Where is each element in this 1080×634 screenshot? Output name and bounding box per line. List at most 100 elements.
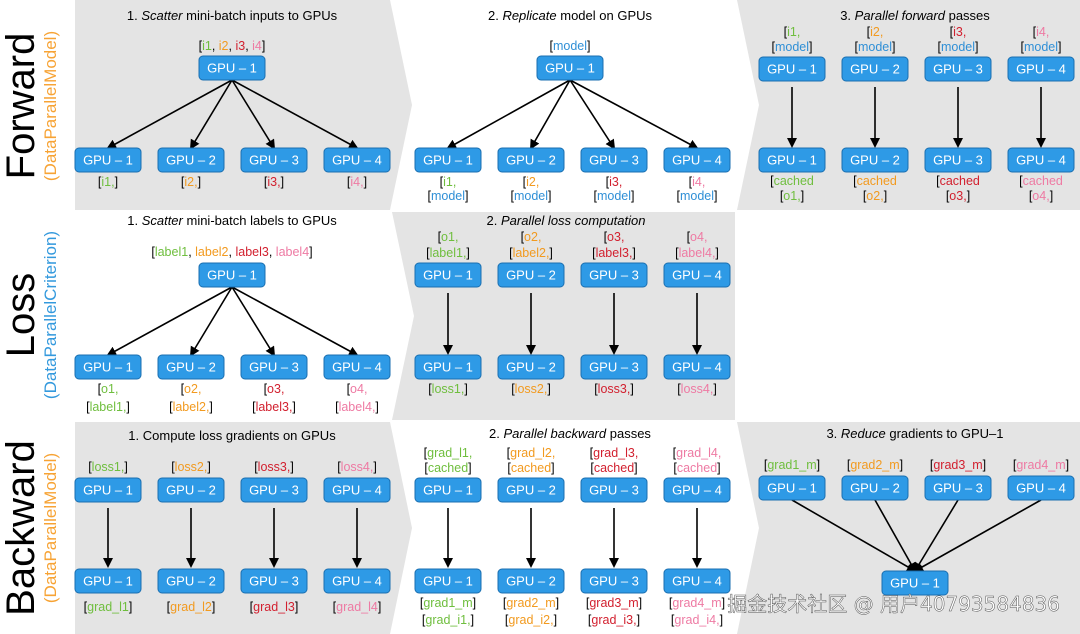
forward-3-gpu-bottom-3-box [924,147,992,173]
forward-1-arrow-2 [189,79,233,150]
backward-2-gpu-bottom-1: GPU – 1 [414,568,482,594]
forward-3-gpu-top-4: GPU – 4 [1007,56,1075,82]
forward-1-gpu-3: GPU – 3 [240,147,308,173]
backward-3-gpu-2: GPU – 2 [841,475,909,501]
loss-2-gpu-top-3-label: GPU – 3 [589,268,639,283]
loss-2-gpu-bottom-3: GPU – 3 [580,354,648,380]
backward-3-arrow-1 [791,499,917,572]
backward-1-bottom-grad-3: [grad_l3] [250,600,299,614]
backward-2-gpu-top-4: GPU – 4 [663,477,731,503]
loss-2-gpu-top-4: GPU – 4 [663,262,731,288]
panel-backward-2-title: 2. Parallel backward passes [489,426,651,441]
forward-2-arrow-3 [569,79,616,150]
forward-2-arrow-4 [569,79,699,149]
forward-2-gpu-1-label: GPU – 1 [423,153,473,168]
backward-2-bottom-gradm-1: [grad1_m] [420,596,476,610]
loss-2-gpu-top-1-label: GPU – 1 [423,268,473,283]
forward-3-gpu-bottom-4-box [1007,147,1075,173]
row-subtitle-loss: (DataParallelCriterion) [41,231,60,399]
backward-2-gpu-bottom-4-box [663,568,731,594]
forward-1-gpu-4: GPU – 4 [323,147,391,173]
backward-3-top-gradm-4: [grad4_m] [1013,458,1069,472]
loss-2-top-label-1: [label1,] [426,246,470,260]
backward-1-gpu-bottom-4-label: GPU – 4 [332,574,382,589]
loss-2-gpu-bottom-1-label: GPU – 1 [423,360,473,375]
forward-2-bottom-model-1: [model] [427,189,468,203]
forward-2-gpu-1: GPU – 1 [414,147,482,173]
loss-2-bottom-loss-2: [loss2,] [511,382,551,396]
forward-3-bottom-cached-2: [cached [853,174,897,188]
loss-1-gpu-3-label: GPU – 3 [249,360,299,375]
loss-2-top-output-3: [o3, [604,230,625,244]
forward-1-gpu-1-box [74,147,142,173]
backward-2-gpu-bottom-4-label: GPU – 4 [672,574,722,589]
backward-3-gpu-1-box [758,475,826,501]
forward-3-gpu-top-1-box [758,56,826,82]
loss-2-gpu-bottom-2-box [497,354,565,380]
forward-3-gpu-bottom-2-box [841,147,909,173]
backward-2-gpu-bottom-3-label: GPU – 3 [589,574,639,589]
backward-2-gpu-bottom-2-box [497,568,565,594]
loss-2-gpu-top-1-box [414,262,482,288]
forward-1-bottom-label-3: [i3,] [264,175,284,189]
backward-1-bottom-grad-2: [grad_l2] [167,600,216,614]
backward-2-gpu-top-3-label: GPU – 3 [589,483,639,498]
forward-1-gpu-4-label: GPU – 4 [332,153,382,168]
panel-backgrounds [75,0,1080,634]
loss-2-gpu-bottom-1: GPU – 1 [414,354,482,380]
loss-2-gpu-bottom-1-box [414,354,482,380]
forward-3-top-input-1: [i1, [784,25,801,39]
backward-1-gpu-top-2-box [157,477,225,503]
backward-2-gpu-bottom-1-label: GPU – 1 [423,574,473,589]
forward-2-gpu-3-box [580,147,648,173]
loss-1-gpu-4-box [323,354,391,380]
loss-1-gpu-2-box [157,354,225,380]
backward-2-gpu-bottom-2-label: GPU – 2 [506,574,556,589]
backward-1-gpu-bottom-1-box [74,568,142,594]
forward-1-gpu-2: GPU – 2 [157,147,225,173]
forward-2-bottom-input-3: [i3, [606,175,623,189]
forward-1-gpu-1-label: GPU – 1 [83,153,133,168]
loss-2-gpu-bottom-2: GPU – 2 [497,354,565,380]
loss-1-gpu-4: GPU – 4 [323,354,391,380]
backward-3-gpu-4-box [1007,475,1075,501]
panel-forward-1-title: 1. Scatter mini-batch inputs to GPUs [127,8,338,23]
backward-1-gpu-bottom-4-box [323,568,391,594]
loss-1-bottom-output-2: [o2, [181,382,202,396]
loss-1-gpu-1-box [74,354,142,380]
backward-3-gpu-4: GPU – 4 [1007,475,1075,501]
forward-2-arrow-1 [446,79,571,149]
forward-1-gpu-1: GPU – 1 [74,147,142,173]
backward-3-top-gradm-2: [grad2_m] [847,458,903,472]
loss-2-gpu-top-2: GPU – 2 [497,262,565,288]
backward-2-top-cached-2: [cached] [507,461,554,475]
forward-2-gpu-2-box [497,147,565,173]
forward-1-gpu-source: GPU – 1 [198,55,266,81]
loss-2-gpu-top-1: GPU – 1 [414,262,482,288]
forward-1-gpu-2-label: GPU – 2 [166,153,216,168]
backward-2-gpu-top-1-label: GPU – 1 [423,483,473,498]
backward-1-top-loss-3: [loss3,] [254,460,294,474]
backward-1-gpu-bottom-1-label: GPU – 1 [83,574,133,589]
panel-backward-3-title: 3. Reduce gradients to GPU–1 [826,426,1003,441]
forward-1-gpu-source-label: GPU – 1 [207,61,257,76]
forward-3-top-input-2: [i2, [867,25,884,39]
backward-2-top-cached-3: [cached] [590,461,637,475]
backward-3-gpu-target-box [881,570,949,596]
backward-1-top-loss-4: [loss4,] [337,460,377,474]
loss-1-bottom-label-1: [label1,] [86,400,130,414]
forward-3-gpu-top-2-box [841,56,909,82]
backward-3-top-gradm-1: [grad1_m] [764,458,820,472]
loss-1-gpu-2: GPU – 2 [157,354,225,380]
backward-1-gpu-bottom-4: GPU – 4 [323,568,391,594]
loss-2-bottom-loss-3: [loss3,] [594,382,634,396]
backward-1-bottom-grad-4: [grad_l4] [333,600,382,614]
backward-3-gpu-2-label: GPU – 2 [850,481,900,496]
forward-3-gpu-bottom-3: GPU – 3 [924,147,992,173]
backward-2-top-grad-1: [grad_l1, [424,446,473,460]
loss-2-top-output-4: [o4, [687,230,708,244]
loss-1-labels-label: [label1, label2, label3, label4] [151,245,312,259]
loss-1-bottom-output-4: [o4, [347,382,368,396]
backward-2-top-cached-4: [cached] [673,461,720,475]
